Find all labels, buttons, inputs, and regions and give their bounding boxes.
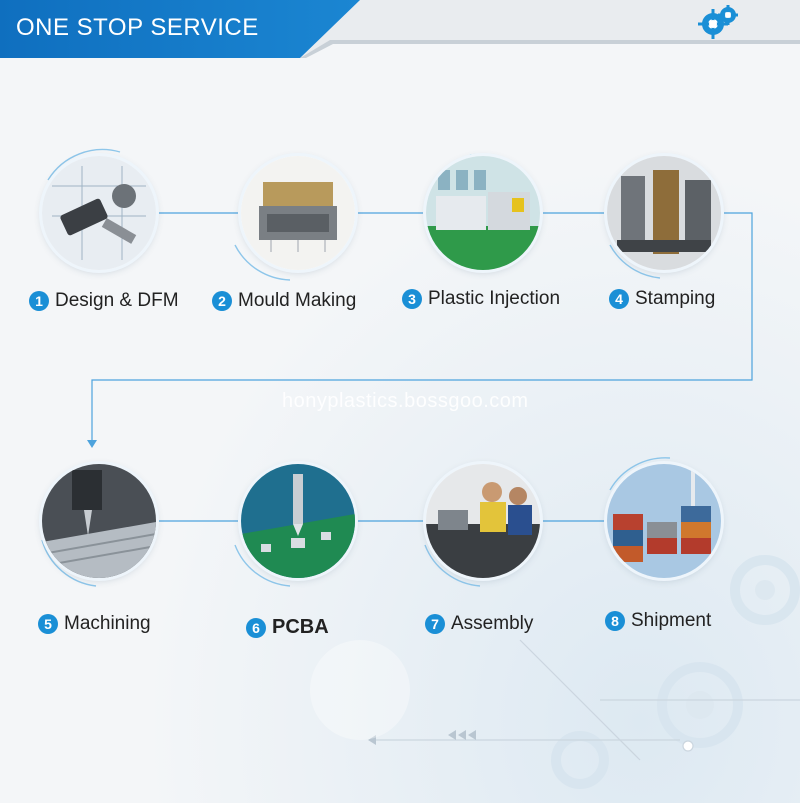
- step-number-badge: 7: [425, 614, 445, 634]
- step-7-label: 7 Assembly: [425, 613, 533, 635]
- shipping-container-icon: [607, 464, 721, 578]
- step-number-badge: 2: [212, 291, 232, 311]
- step-4-label: 4 Stamping: [609, 288, 715, 310]
- step-6-image: [241, 464, 355, 578]
- header-banner: [0, 0, 800, 58]
- step-5-image: [42, 464, 156, 578]
- step-5-label: 5 Machining: [38, 613, 151, 635]
- injection-machine-icon: [426, 156, 540, 270]
- design-drawing-icon: [42, 156, 156, 270]
- step-7-image: [426, 464, 540, 578]
- gear-icon: [698, 5, 738, 39]
- step-2-label: 2 Mould Making: [212, 290, 356, 312]
- step-number-badge: 4: [609, 289, 629, 309]
- stamping-press-icon: [607, 156, 721, 270]
- watermark: honyplastics.bossgoo.com: [282, 390, 529, 412]
- page-title: ONE STOP SERVICE: [16, 14, 259, 41]
- step-1-image: [42, 156, 156, 270]
- step-3-image: [426, 156, 540, 270]
- step-2-image: [241, 156, 355, 270]
- step-number-badge: 6: [246, 617, 266, 638]
- step-8-label: 8 Shipment: [605, 610, 711, 632]
- step-number-badge: 3: [402, 289, 422, 309]
- step-3-label: 3 Plastic Injection: [402, 288, 560, 310]
- assembly-line-icon: [426, 464, 540, 578]
- step-number-badge: 1: [29, 291, 49, 311]
- step-4-image: [607, 156, 721, 270]
- step-number-badge: 5: [38, 614, 58, 634]
- step-1-label: 1 Design & DFM: [29, 290, 179, 312]
- step-6-label: 6 PCBA: [246, 616, 329, 639]
- mould-icon: [241, 156, 355, 270]
- step-8-image: [607, 464, 721, 578]
- cnc-machining-icon: [42, 464, 156, 578]
- circuit-board-icon: [241, 464, 355, 578]
- step-number-badge: 8: [605, 611, 625, 631]
